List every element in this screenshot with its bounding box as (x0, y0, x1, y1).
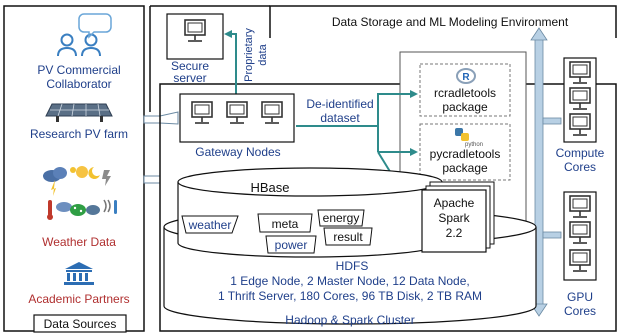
hbase-table-meta: meta (257, 213, 313, 233)
hbase-table-result-label: result (333, 230, 363, 244)
secure-server-label-1: Secure (171, 59, 209, 73)
hbase-title: HBase (250, 180, 289, 195)
people-icon (57, 13, 112, 57)
interconnect-hub (530, 27, 562, 317)
hbase-table-weather-label: weather (188, 218, 232, 232)
secure-server-label-2: server (173, 71, 206, 85)
env-title-frame (269, 5, 617, 38)
hdfs-spec-line-2: 1 Thrift Server, 180 Cores, 96 TB Disk, … (218, 289, 482, 303)
institution-icon (64, 262, 94, 285)
deidentified-label-2: dataset (320, 111, 360, 125)
source-label-pv-commercial-2: Collaborator (46, 77, 111, 91)
proprietary-arrow (224, 30, 237, 94)
r-logo-icon: R (456, 68, 476, 84)
hbase-table-energy: energy (317, 209, 365, 227)
source-label-pv-commercial-1: PV Commercial (37, 63, 120, 77)
hbase-table-meta-label: meta (272, 217, 299, 231)
hbase-table-result: result (323, 227, 373, 246)
data-sources-caption-box (33, 314, 127, 333)
spark-label-1: Apache (434, 196, 475, 210)
pycradletools-label-2: package (442, 161, 488, 175)
arrow-to-rcradletools (377, 90, 418, 126)
proprietary-label-2: data (257, 43, 269, 65)
gateway-nodes-label: Gateway Nodes (195, 145, 280, 159)
python-logo-text: python (465, 142, 483, 148)
solar-farm-icon (45, 103, 113, 122)
hdfs-title: HDFS (336, 259, 369, 273)
hbase-table-weather: weather (181, 215, 239, 234)
rcradletools-label-2: package (442, 100, 488, 114)
connector-top-rail (143, 115, 161, 124)
cluster-label: Hadoop & Spark Cluster (285, 313, 414, 327)
hdfs-spec-line-1: 1 Edge Node, 2 Master Node, 12 Data Node… (230, 274, 469, 288)
svg-text:R: R (462, 72, 470, 83)
python-logo-icon: python (455, 128, 483, 148)
source-label-academic: Academic Partners (28, 292, 129, 306)
weather-icon (43, 166, 117, 220)
compute-cores-label-1: Compute (556, 146, 605, 160)
deidentified-label-1: De-identified (306, 97, 373, 111)
connector-arrow (159, 111, 179, 125)
gpu-cores-label-1: GPU (567, 290, 593, 304)
connector-bottom-rail (143, 175, 161, 184)
environment-frame (159, 83, 617, 332)
proprietary-label-1: Proprietary (243, 28, 255, 82)
data-sources-caption: Data Sources (44, 317, 117, 331)
source-label-weather: Weather Data (42, 235, 116, 249)
hbase-table-power-label: power (275, 238, 308, 252)
rcradletools-label-1: rcradletools (434, 86, 496, 100)
hbase-table-energy-label: energy (323, 211, 360, 225)
hbase-table-power: power (265, 235, 317, 254)
gpu-cores-label-2: Cores (564, 304, 596, 318)
compute-cores-label-2: Cores (564, 160, 596, 174)
apache-spark-stack (421, 181, 495, 253)
source-label-research-pv: Research PV farm (30, 127, 128, 141)
spark-label-3: 2.2 (446, 226, 463, 240)
rcradletools-box (419, 63, 511, 117)
spark-label-2: Spark (438, 211, 470, 225)
env-title: Data Storage and ML Modeling Environment (332, 15, 569, 29)
pycradletools-label-1: pycradletools (430, 147, 501, 161)
